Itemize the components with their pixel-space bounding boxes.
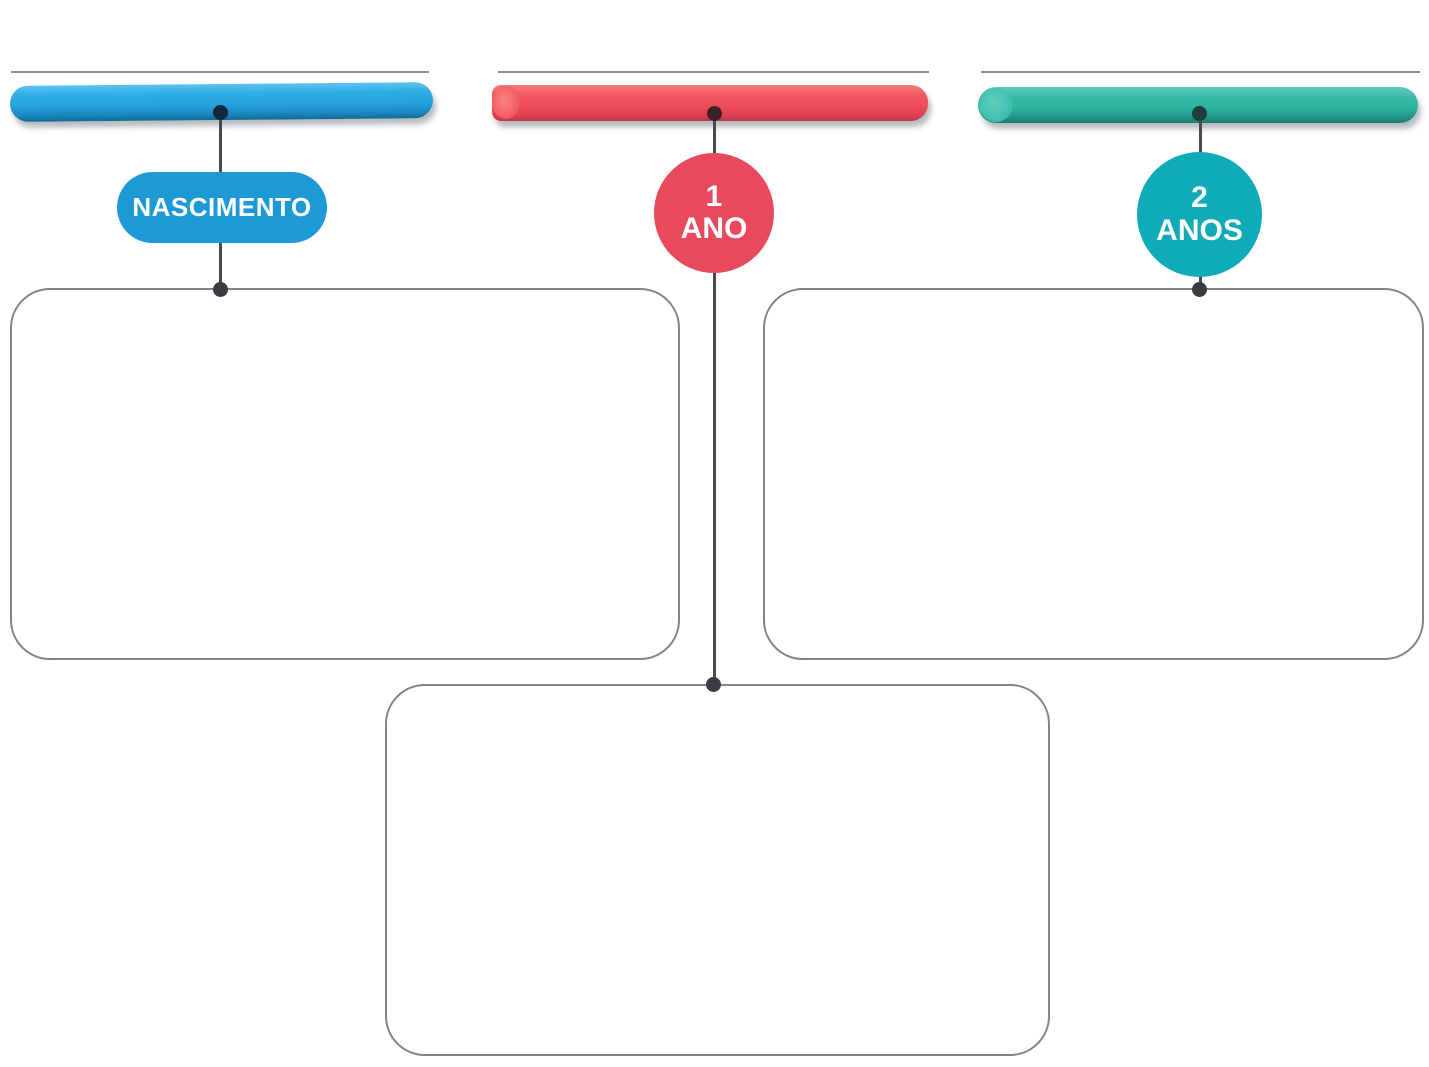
content-box-nascimento <box>10 288 680 660</box>
connector-line <box>713 113 716 155</box>
bar-end-cap <box>979 88 1013 122</box>
badge-number: 2 <box>1191 181 1208 215</box>
timeline-rule-1-ano <box>498 71 929 73</box>
connector-dot-icon <box>213 282 228 297</box>
connector-dot-icon <box>213 105 228 120</box>
timeline-rule-2-anos <box>981 71 1420 73</box>
connector-dot-icon <box>1192 282 1207 297</box>
badge-number: 1 <box>705 179 723 213</box>
badge-unit: ANOS <box>1156 213 1243 247</box>
connector-line <box>219 113 222 173</box>
badge-unit: ANO <box>680 212 748 245</box>
content-box-1-ano <box>385 684 1050 1056</box>
connector-line <box>1199 113 1202 154</box>
connector-dot-icon <box>706 677 721 692</box>
timeline-rule-nascimento <box>11 71 429 73</box>
content-box-2-anos <box>763 288 1424 660</box>
badge-label: NASCIMENTO <box>132 192 312 222</box>
connector-dot-icon <box>1192 106 1207 121</box>
connector-line <box>219 242 222 290</box>
badge-2-anos: 2 ANOS <box>1137 152 1262 277</box>
bar-end-cap <box>492 86 520 119</box>
badge-nascimento: NASCIMENTO <box>117 172 327 243</box>
connector-line <box>713 271 716 685</box>
connector-dot-icon <box>707 106 722 121</box>
badge-1-ano: 1 ANO <box>654 153 774 273</box>
